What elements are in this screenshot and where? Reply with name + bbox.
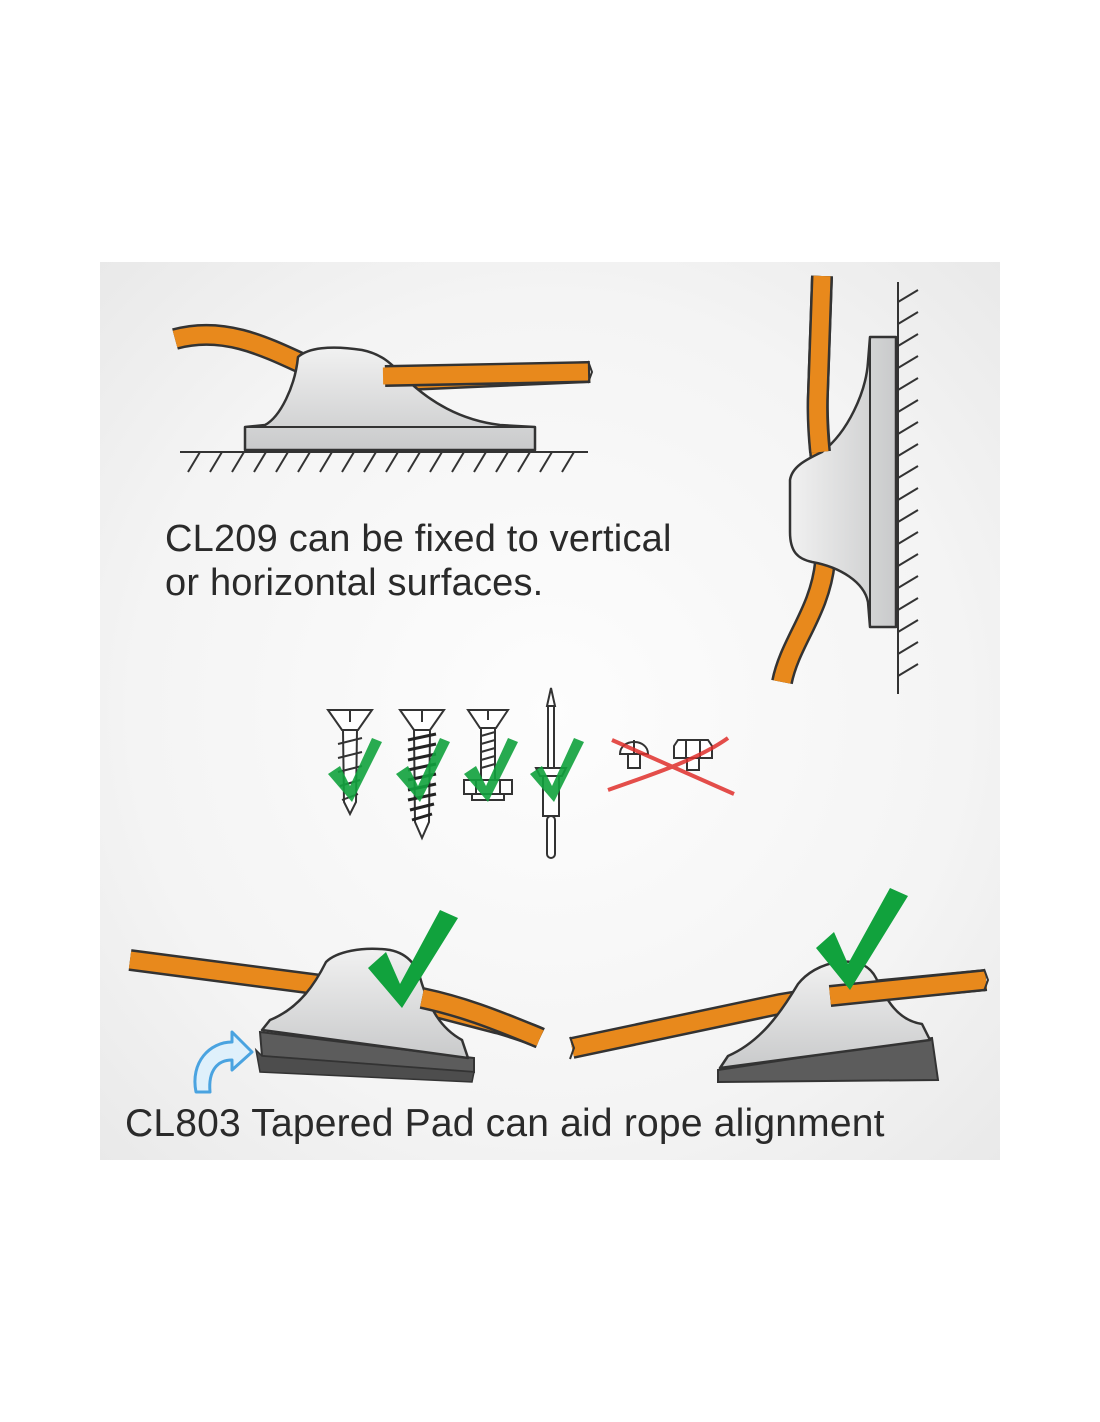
check-icon xyxy=(328,738,382,802)
cleat-horizontal xyxy=(243,346,537,452)
check-icon xyxy=(368,910,458,1008)
tapered-pad-diagram-right xyxy=(569,888,990,1084)
tapered-pad-diagram-left xyxy=(128,910,545,1094)
vertical-mount-diagram xyxy=(771,275,919,694)
arrow-icon xyxy=(193,1030,254,1094)
cleat-vertical xyxy=(788,335,898,629)
check-marks xyxy=(328,738,584,802)
instruction-panel: CL209 can be fixed to vertical or horizo… xyxy=(100,262,1000,1160)
check-icon xyxy=(464,738,518,802)
fasteners-row xyxy=(326,687,735,859)
horizontal-mount-diagram xyxy=(172,323,594,473)
ground-hatching xyxy=(180,451,588,473)
illustration xyxy=(128,275,990,1094)
caption-horizontal-vertical-line-1: CL209 can be fixed to vertical xyxy=(165,518,672,560)
check-icon xyxy=(396,738,450,802)
check-icon xyxy=(530,738,584,802)
caption-horizontal-vertical-line-2: or horizontal surfaces. xyxy=(165,562,544,604)
check-icon xyxy=(816,888,908,990)
caption-tapered-pad: CL803 Tapered Pad can aid rope alignment xyxy=(125,1102,885,1145)
wall-hatching xyxy=(897,282,919,694)
cross-icon xyxy=(607,736,735,796)
